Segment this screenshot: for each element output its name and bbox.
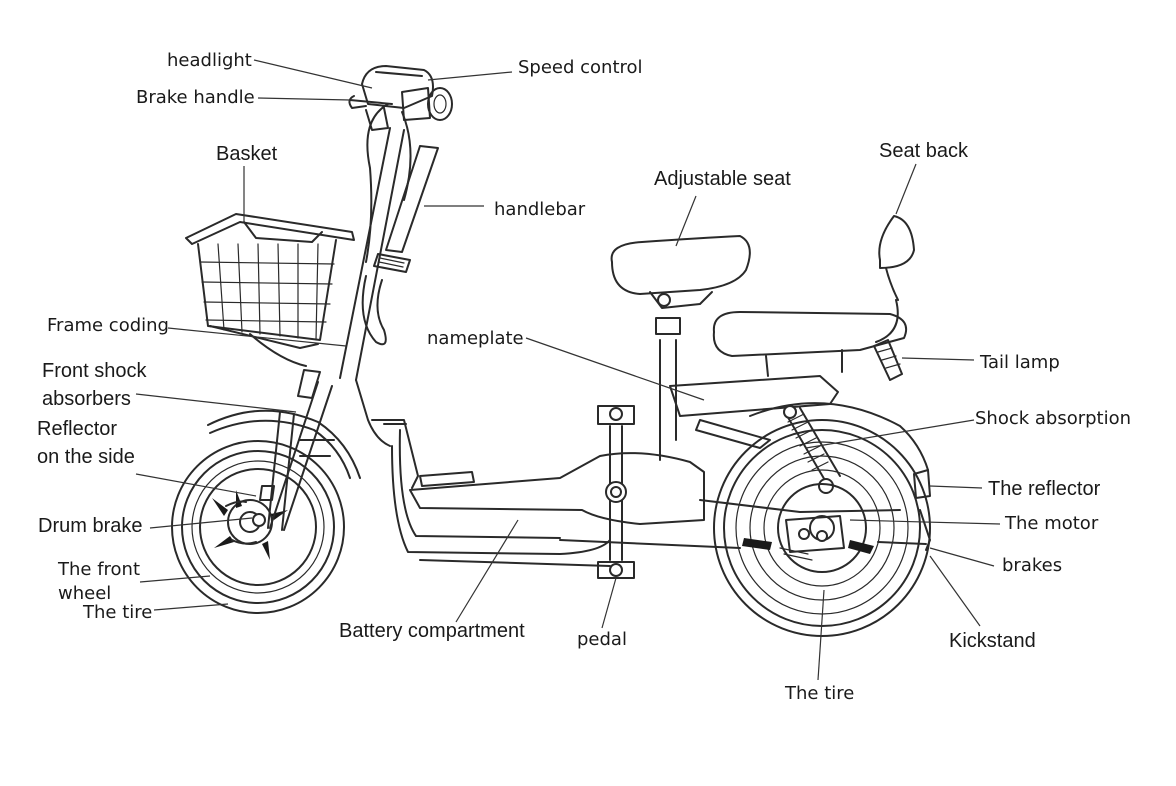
label-kickstand: Kickstand — [949, 630, 1036, 652]
label-nameplate: nameplate — [427, 328, 524, 349]
label-basket: Basket — [216, 143, 278, 165]
pedals — [597, 405, 635, 579]
label-pedal: pedal — [577, 629, 627, 650]
front-wheel — [171, 409, 361, 614]
label-the-reflector: The reflector — [988, 478, 1101, 500]
label-front-wheel-line2: wheel — [58, 583, 112, 604]
leader-lines — [135, 59, 1001, 681]
drum-brake-hub — [212, 490, 288, 560]
label-tire-rear: The tire — [785, 683, 855, 704]
label-handlebar: handlebar — [494, 199, 586, 220]
label-drum-brake: Drum brake — [38, 515, 143, 537]
label-battery-compartment: Battery compartment — [339, 620, 525, 642]
handlebar-head — [348, 65, 453, 131]
adjustable-seat — [610, 235, 751, 461]
basket — [185, 213, 355, 367]
rear-wheel — [713, 402, 931, 637]
label-speed-control: Speed control — [518, 57, 643, 78]
label-adjustable-seat: Adjustable seat — [654, 168, 791, 190]
front-fork — [259, 369, 335, 531]
rear-shock — [783, 405, 841, 494]
steering-column — [339, 103, 439, 381]
label-front-shock-line2: absorbers — [42, 388, 131, 410]
rear-frame — [669, 215, 915, 513]
label-brakes: brakes — [1002, 555, 1063, 576]
label-reflector-side-line1: Reflector — [37, 418, 118, 440]
label-shock-absorption: Shock absorption — [975, 408, 1132, 429]
main-frame — [355, 379, 741, 567]
label-headlight: headlight — [167, 50, 252, 71]
label-reflector-side-line2: on the side — [37, 446, 135, 468]
rear-brake-assembly — [742, 339, 931, 561]
label-seat-back: Seat back — [879, 140, 968, 162]
label-tire-front: The tire — [83, 602, 153, 623]
label-frame-coding: Frame coding — [47, 315, 169, 336]
label-brake-handle: Brake handle — [136, 87, 255, 108]
label-the-motor: The motor — [1005, 513, 1099, 534]
label-front-wheel-line1: The front — [58, 559, 141, 580]
label-front-shock-line1: Front shock — [42, 360, 147, 382]
label-tail-lamp: Tail lamp — [980, 352, 1060, 373]
